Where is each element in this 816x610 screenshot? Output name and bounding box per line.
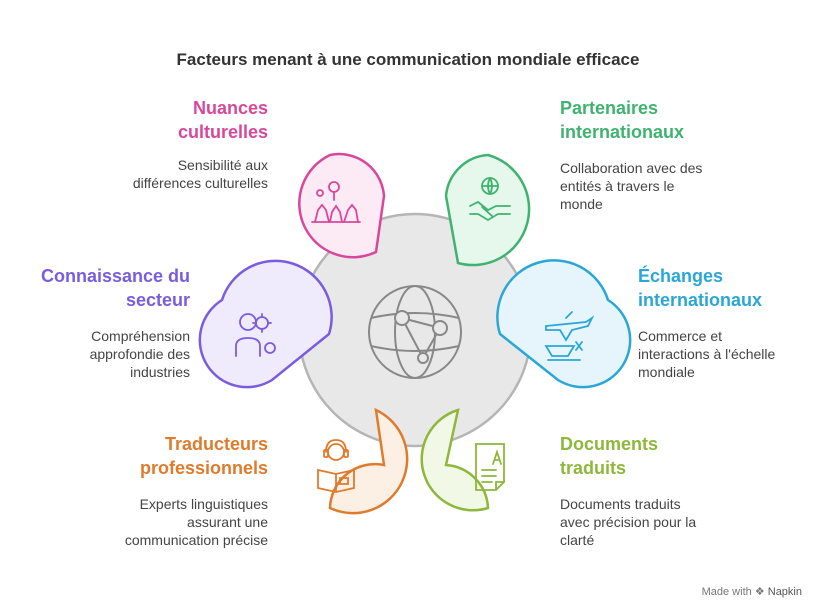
factor-description-line: Commerce et [638,328,723,344]
factor-description-line: approfondie des [89,346,190,362]
factor-heading-line: Échanges [638,266,724,286]
factor-description-partenaires: Collaboration avec des entités à travers… [560,159,702,213]
factor-description-line: communication précise [124,532,268,548]
page-title: Facteurs menant à une communication mond… [176,50,640,69]
napkin-logo-icon: ❖ [754,586,765,598]
petal-connaissance [198,259,333,389]
factor-heading-documents: Documents traduits [560,432,658,480]
factor-description-echanges: Commerce et interactions à l'échelle mon… [638,327,775,381]
factor-heading-line: culturelles [177,122,268,142]
factor-heading-connaissance: Connaissance du secteur [41,264,190,312]
factor-description-line: Documents traduits [560,496,681,512]
factor-heading-line: secteur [125,290,190,310]
factor-description-connaissance: Compréhension approfondie des industries [90,327,190,381]
factor-heading-line: Connaissance du [40,266,190,286]
factor-heading-line: Documents [560,434,659,454]
factor-heading-line: Traducteurs [164,434,268,454]
factor-description-line: monde [560,196,603,212]
factor-description-nuances: Sensibilité aux différences culturelles [133,156,268,192]
factor-description-line: interactions à l'échelle [638,346,776,362]
cultural-landmarks-icon [311,181,361,223]
handshake-globe-icon [469,177,511,222]
factor-description-documents: Documents traduits avec précision pour l… [560,495,696,549]
factor-heading-line: internationaux [638,290,763,310]
factor-heading-traducteurs: Traducteurs professionnels [140,432,268,480]
factor-heading-line: Partenaires [560,98,659,118]
factor-heading-line: Nuances [192,98,268,118]
watermark-prefix: Made with [701,586,752,598]
factor-description-line: Collaboration avec des [560,160,703,176]
factor-description-traducteurs: Experts linguistiques assurant une commu… [125,495,268,549]
petal-partenaires [444,153,531,267]
factor-description-line: clarté [560,532,595,548]
reader-headset-icon [317,439,355,493]
translated-document-icon [475,443,505,491]
factor-description-line: mondiale [638,364,695,380]
factor-description-line: différences culturelles [132,175,268,191]
factor-heading-line: professionnels [139,458,268,478]
watermark-brand: Napkin [767,586,802,598]
petal-documents [420,408,505,512]
factor-description-line: avec précision pour la [560,514,697,530]
factor-heading-line: internationaux [560,122,685,142]
plane-ship-icon [544,311,595,361]
napkin-watermark[interactable]: Made with ❖ Napkin [702,585,802,598]
petal-traducteurs [317,407,409,515]
factor-description-line: entités à travers le [560,178,675,194]
factor-heading-line: traduits [560,458,627,478]
factor-heading-partenaires: Partenaires internationaux [560,96,684,144]
petal-nuances [298,152,386,259]
factor-description-line: assurant une [187,514,268,530]
globe-network-icon [368,285,462,379]
factor-description-line: Compréhension [91,328,190,344]
factor-description-line: Sensibilité aux [177,157,268,173]
factor-description-line: industries [130,364,190,380]
factor-heading-nuances: Nuances culturelles [178,96,268,144]
petal-echanges [496,259,632,389]
person-gears-icon [235,313,276,357]
factor-description-line: Experts linguistiques [139,496,268,512]
factor-heading-echanges: Échanges internationaux [638,264,762,312]
